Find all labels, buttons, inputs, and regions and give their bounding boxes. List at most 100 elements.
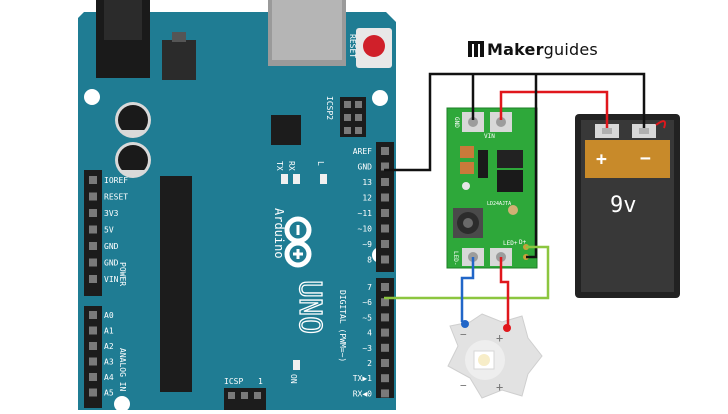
digital-pin-socket[interactable] <box>381 359 389 367</box>
atmega-chip <box>160 176 192 392</box>
power-label: POWER <box>118 262 127 286</box>
digital-pin-socket[interactable] <box>381 374 389 383</box>
digital-header-lower <box>376 278 394 398</box>
digital-pin-label: GND <box>358 163 373 172</box>
analog-pin-socket[interactable] <box>89 373 97 381</box>
analog-pin-socket[interactable] <box>89 326 97 335</box>
makerguides-logo: Makerguides <box>468 38 598 60</box>
digital-pin-label: 4 <box>367 329 372 338</box>
wires <box>384 72 666 332</box>
diode <box>478 150 488 178</box>
power-pin-socket[interactable] <box>89 176 97 184</box>
digital-label: DIGITAL (PWM=~) <box>338 290 347 362</box>
part-label: LD24AJTA <box>487 201 511 207</box>
digital-pin-socket[interactable] <box>381 298 389 307</box>
power-pin-label: IOREF <box>104 176 128 185</box>
power-pin-socket[interactable] <box>89 242 97 250</box>
digital-header-upper <box>376 142 394 272</box>
power-pin-socket[interactable] <box>89 209 97 217</box>
digital-pin-socket[interactable] <box>381 389 389 398</box>
digital-pin-socket[interactable] <box>381 209 389 217</box>
led-minus-mark-bottom: − <box>460 379 467 392</box>
digital-pin-label: ~9 <box>362 240 372 249</box>
gnd-pad-label: GND <box>453 117 460 128</box>
digital-pin-label: 13 <box>362 178 372 187</box>
battery-voltage-label: 9v <box>610 193 637 218</box>
digital-pin-socket[interactable] <box>381 162 389 171</box>
arduino-logo <box>284 216 312 268</box>
power-pin-socket[interactable] <box>89 258 97 267</box>
digital-pin-socket[interactable] <box>381 328 389 337</box>
rx-led <box>293 174 300 184</box>
uno-model-label: UNO <box>292 280 327 334</box>
brand-light-text: guides <box>543 39 598 59</box>
power-pin-socket[interactable] <box>89 225 97 234</box>
digital-pin-socket[interactable] <box>381 193 389 202</box>
icsp-header <box>224 388 266 410</box>
analog-header <box>84 306 102 408</box>
wire-vin-to-battery-plus <box>499 90 609 128</box>
capacitor <box>115 142 151 178</box>
makerguides-logo-icon <box>468 41 484 57</box>
arduino-brand-label: Arduino <box>272 208 286 259</box>
analog-pin-label: A5 <box>104 389 114 398</box>
analog-pin-socket[interactable] <box>89 342 97 350</box>
power-pin-socket[interactable] <box>89 275 97 283</box>
on-led <box>293 360 300 370</box>
digital-pin-socket[interactable] <box>381 240 389 248</box>
wire-led-plus <box>499 257 510 326</box>
digital-pin-socket[interactable] <box>381 224 389 233</box>
dplus-label: D+ <box>519 239 527 246</box>
smd-capacitor <box>460 146 474 158</box>
power-led-star: − + − + <box>447 313 543 399</box>
led-minus-mark: − <box>460 328 467 341</box>
trim-potentiometer <box>508 205 518 215</box>
digital-pin-socket[interactable] <box>381 283 389 291</box>
digital-pin-label: AREF <box>353 147 372 156</box>
usb-chip <box>271 115 301 145</box>
icsp-pin1-label: 1 <box>258 377 263 386</box>
digital-pin-socket[interactable] <box>381 147 389 155</box>
l-led <box>320 174 327 184</box>
analog-pin-label: A4 <box>104 373 114 382</box>
led-driver-module: GND VIN LD24AJTA LED- LED+ D+ <box>446 107 538 269</box>
led-plus-mark: + <box>496 331 503 345</box>
battery-minus-label: − <box>640 148 651 169</box>
mounting-hole <box>372 90 388 106</box>
digital-pin-socket[interactable] <box>381 313 389 322</box>
digital-pin-label: TX▶1 <box>353 374 372 383</box>
wire-curl <box>655 120 666 129</box>
analog-pin-socket[interactable] <box>89 311 97 319</box>
power-pin-label: VIN <box>104 275 119 284</box>
icsp2-header <box>340 97 366 137</box>
power-pin-socket[interactable] <box>89 192 97 201</box>
brand-bold-text: Maker <box>487 39 544 59</box>
analog-pin-label: A2 <box>104 342 114 351</box>
reset-label: RESET <box>348 34 357 58</box>
mosfet <box>497 170 523 192</box>
analog-pin-label: A0 <box>104 311 114 320</box>
arduino-board: RESET ICSP2 TX RX L <box>78 0 396 412</box>
power-pin-label: 3V3 <box>104 209 119 218</box>
power-pin-label: 5V <box>104 226 114 235</box>
l-label: L <box>316 161 325 166</box>
analog-label: ANALOG IN <box>118 348 127 392</box>
wire-d6-to-dplus <box>384 245 550 300</box>
vin-pad-label: VIN <box>484 133 495 140</box>
digital-pin-label: RX◀0 <box>353 389 372 398</box>
analog-pin-label: A3 <box>104 358 114 367</box>
digital-pin-socket[interactable] <box>381 255 389 264</box>
icsp2-label: ICSP2 <box>325 96 334 120</box>
digital-pin-socket[interactable] <box>381 178 389 186</box>
analog-pin-socket[interactable] <box>89 388 97 397</box>
analog-pin-socket[interactable] <box>89 357 97 366</box>
wire-gnd-to-battery-minus <box>384 72 646 172</box>
digital-pin-socket[interactable] <box>381 343 389 352</box>
digital-pin-label: ~10 <box>358 225 373 234</box>
digital-pin-label: ~11 <box>358 209 373 218</box>
led-plus-mark-bottom: + <box>496 380 503 394</box>
digital-pin-label: 8 <box>367 256 372 265</box>
wire-driver-gnd-pad <box>526 74 538 259</box>
digital-pin-label: ~6 <box>362 298 372 307</box>
